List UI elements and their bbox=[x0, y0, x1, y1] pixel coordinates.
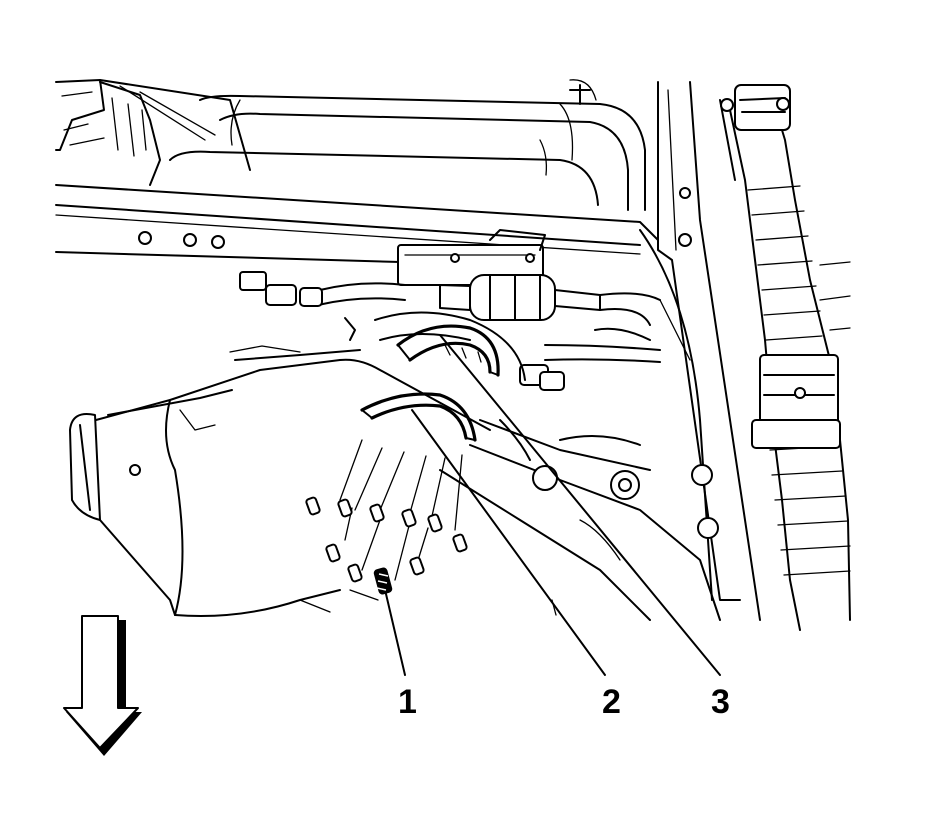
upper-body-structure bbox=[55, 79, 761, 621]
axle-vent-hose-assembly bbox=[239, 229, 691, 391]
callout-label-1: 1 bbox=[398, 683, 417, 721]
leaf-spring bbox=[719, 84, 851, 631]
leader-line-1 bbox=[385, 593, 406, 676]
leader-line-2 bbox=[411, 409, 606, 676]
differential-cover-bolts bbox=[305, 439, 468, 595]
rear-axle-housing bbox=[69, 311, 721, 621]
differential-cover bbox=[360, 392, 477, 442]
callout-leaders bbox=[385, 334, 721, 676]
leader-line-3 bbox=[439, 334, 721, 676]
callout-label-3: 3 bbox=[711, 683, 730, 721]
differential-cover-gasket bbox=[396, 324, 500, 377]
down-arrow-icon bbox=[63, 615, 142, 756]
callout-label-2: 2 bbox=[602, 683, 621, 721]
